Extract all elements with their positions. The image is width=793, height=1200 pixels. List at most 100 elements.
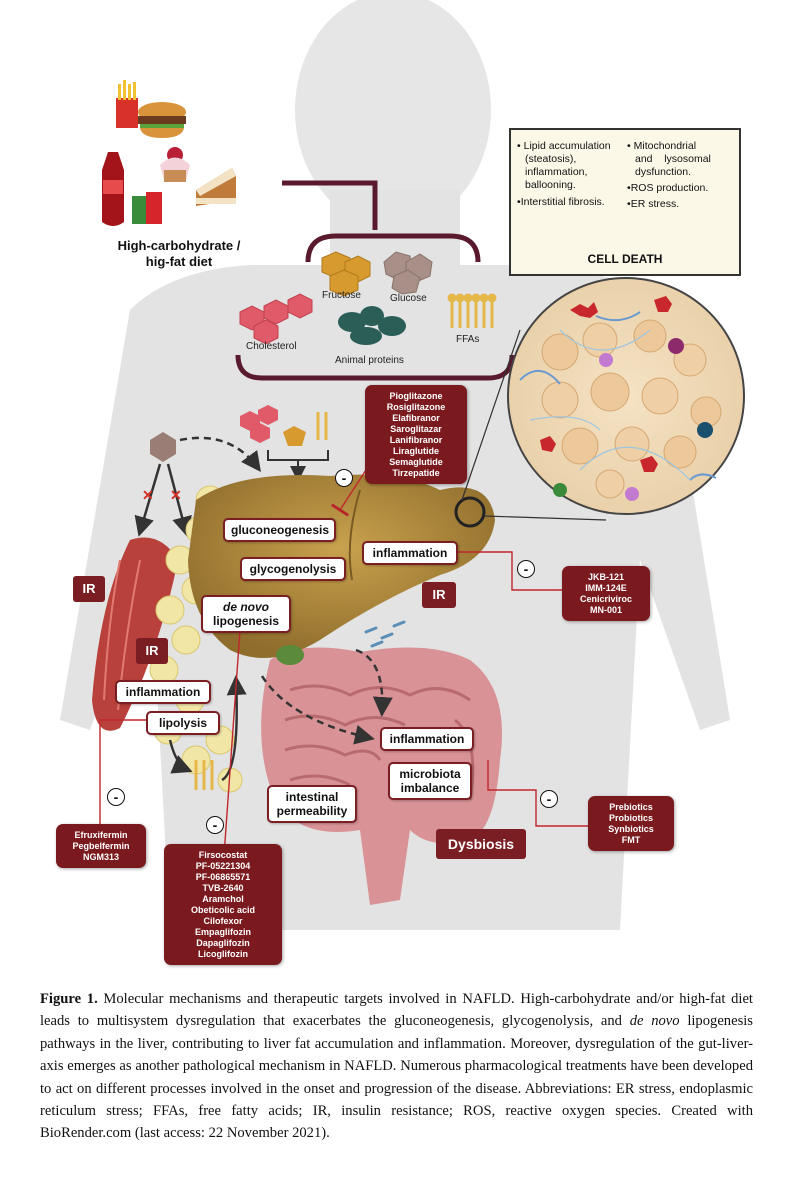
svg-text:✕: ✕: [142, 487, 154, 503]
liver-cells-icon: [507, 277, 745, 515]
cell-panel-left-list: Lipid accumulation (steatosis), inflamma…: [517, 140, 627, 209]
nutrient-cluster-icon: [240, 405, 329, 478]
drug-box-liver-item: Pioglitazone: [389, 391, 443, 401]
microbiota-line1: microbiota: [399, 767, 461, 781]
diet-label: High-carbohydrate / hig-fat diet: [104, 238, 254, 270]
de-novo-text: de novo: [222, 600, 269, 614]
drug-box-lipogenesis-item: Cilofexor: [203, 916, 243, 926]
ir-muscle-badge: IR: [73, 576, 105, 602]
fructose-label: Fructose: [322, 290, 361, 301]
drug-box-lipogenesis-item: Dapaglifozin: [196, 938, 250, 948]
caption-text-part2: lipogenesis pathways in the liver, contr…: [40, 1013, 753, 1142]
ir-adipose-badge: IR: [136, 638, 168, 664]
glucose-hex-icon: ✕ ✕: [134, 432, 261, 537]
figure-label: Figure 1.: [40, 991, 98, 1007]
drug-box-gut-item: FMT: [621, 835, 641, 845]
soda-icon: [102, 152, 162, 226]
caption-italic: de novo: [629, 1013, 680, 1030]
cell-death-label: CELL DEATH: [587, 252, 663, 266]
intestinal-permeability-label: intestinal permeability: [267, 785, 357, 823]
cell-panel-right-item1: Mitochondrial and lysosomal dysfunction.: [627, 140, 739, 179]
figure-caption: Figure 1. Molecular mechanisms and thera…: [40, 988, 753, 1145]
cell-panel-left-line2: (steatosis),: [525, 153, 577, 165]
inhibition-lines: [99, 469, 590, 860]
cell-panel-right-line3: dysfunction.: [635, 166, 692, 178]
drug-box-liver-item: Semaglutide: [389, 457, 443, 467]
drug-box-gut-item: Synbiotics: [608, 824, 654, 834]
drug-box-lipogenesis-item: TVB-2640: [202, 883, 244, 893]
permeability-line2: permeability: [276, 804, 348, 818]
cake-icon: [196, 168, 236, 206]
muscle-icon: [92, 537, 178, 731]
fast-food-icon: [116, 80, 186, 138]
cell-panel-right-item2: ROS production.: [627, 182, 739, 195]
drug-box-liver-item: Rosiglitazone: [386, 402, 446, 412]
cholesterol-icon: [239, 293, 313, 345]
cell-panel-right-line2: and lysosomal: [635, 153, 711, 165]
drug-box-adipose-item: NGM313: [82, 852, 119, 862]
drug-box-inflammation-item: Cenicriviroc: [579, 594, 633, 604]
cupcake-icon: [160, 147, 190, 182]
drug-box-liver-item: Tirzepatide: [392, 468, 440, 478]
lipogenesis-text: lipogenesis: [212, 614, 280, 628]
drug-box-lipogenesis-item: PF-06865571: [195, 872, 251, 882]
drug-box-lipogenesis-item: Obeticolic acid: [190, 905, 256, 915]
ir-liver-badge: IR: [422, 582, 456, 608]
microbiota-imbalance-label: microbiota imbalance: [388, 762, 472, 800]
adipose-inflammation-label: inflammation: [115, 680, 211, 704]
minus-lipogenesis: -: [206, 816, 224, 834]
dysbiosis-badge: Dysbiosis: [436, 829, 526, 859]
fructose-icon: [321, 251, 371, 297]
drug-box-inflammation-item: MN-001: [589, 605, 622, 615]
cell-panel-left-line4: ballooning.: [525, 179, 576, 191]
cell-death-panel: Lipid accumulation (steatosis), inflamma…: [509, 128, 741, 276]
animal-proteins-label: Animal proteins: [335, 355, 404, 366]
diet-label-line1: High-carbohydrate /: [117, 238, 241, 253]
ffas-icon: [447, 293, 497, 328]
drug-box-liver-item: Lanifibranor: [389, 435, 443, 445]
drug-box-liver-item: Saroglitazar: [390, 424, 442, 434]
zoom-lines: [454, 329, 607, 528]
de-novo-lipogenesis-label: de novo lipogenesis: [201, 595, 291, 633]
drug-box-lipogenesis-item: Firsocostat: [198, 850, 248, 860]
minus-adipose: -: [107, 788, 125, 806]
ffas-label: FFAs: [456, 334, 480, 345]
glucose-icon: [383, 251, 433, 295]
drug-box-adipose-item: Efruxifermin: [74, 830, 128, 840]
diet-label-line2: hig-fat diet: [145, 254, 213, 269]
drug-box-inflammation-item: IMM-124E: [585, 583, 627, 593]
lipolysis-ffas-icon: [168, 675, 247, 790]
drug-box-gut-item: Probiotics: [608, 813, 653, 823]
cell-panel-left-line3: inflammation,: [525, 166, 588, 178]
permeability-line1: intestinal: [285, 790, 339, 804]
cell-panel-left-item2: Interstitial fibrosis.: [517, 196, 627, 209]
drug-box-gut-item: Prebiotics: [609, 802, 653, 812]
minus-gut: -: [540, 790, 558, 808]
gut-liver-arrow: [355, 648, 393, 717]
drug-box-lipogenesis-item: Aramchol: [202, 894, 244, 904]
glucose-label: Glucose: [390, 293, 427, 304]
cell-panel-left-item1: Lipid accumulation (steatosis), inflamma…: [517, 140, 627, 192]
cell-panel-right-list: Mitochondrial and lysosomal dysfunction.…: [627, 140, 739, 211]
drug-box-lipogenesis-item: PF-05221304: [195, 861, 251, 871]
cholesterol-label: Cholesterol: [246, 341, 297, 352]
cell-panel-right-line1: Mitochondrial: [633, 140, 697, 152]
liver-inflammation-label: inflammation: [362, 541, 458, 565]
drug-box-inflammation-item: JKB-121: [587, 572, 625, 582]
drug-box-lipogenesis-item: Empaglifozin: [195, 927, 251, 937]
diet-bracket: [235, 180, 515, 381]
minus-inflammation: -: [517, 560, 535, 578]
animal-proteins-icon: [338, 306, 406, 345]
glycogenolysis-label: glycogenolysis: [240, 557, 346, 581]
minus-liver: -: [335, 469, 353, 487]
bacteria-icon: [364, 620, 406, 648]
cell-panel-right-item3: ER stress.: [627, 198, 739, 211]
microbiota-line2: imbalance: [400, 781, 460, 795]
caption-text-part1: Molecular mechanisms and therapeutic tar…: [40, 991, 753, 1030]
lipolysis-label: lipolysis: [146, 711, 220, 735]
